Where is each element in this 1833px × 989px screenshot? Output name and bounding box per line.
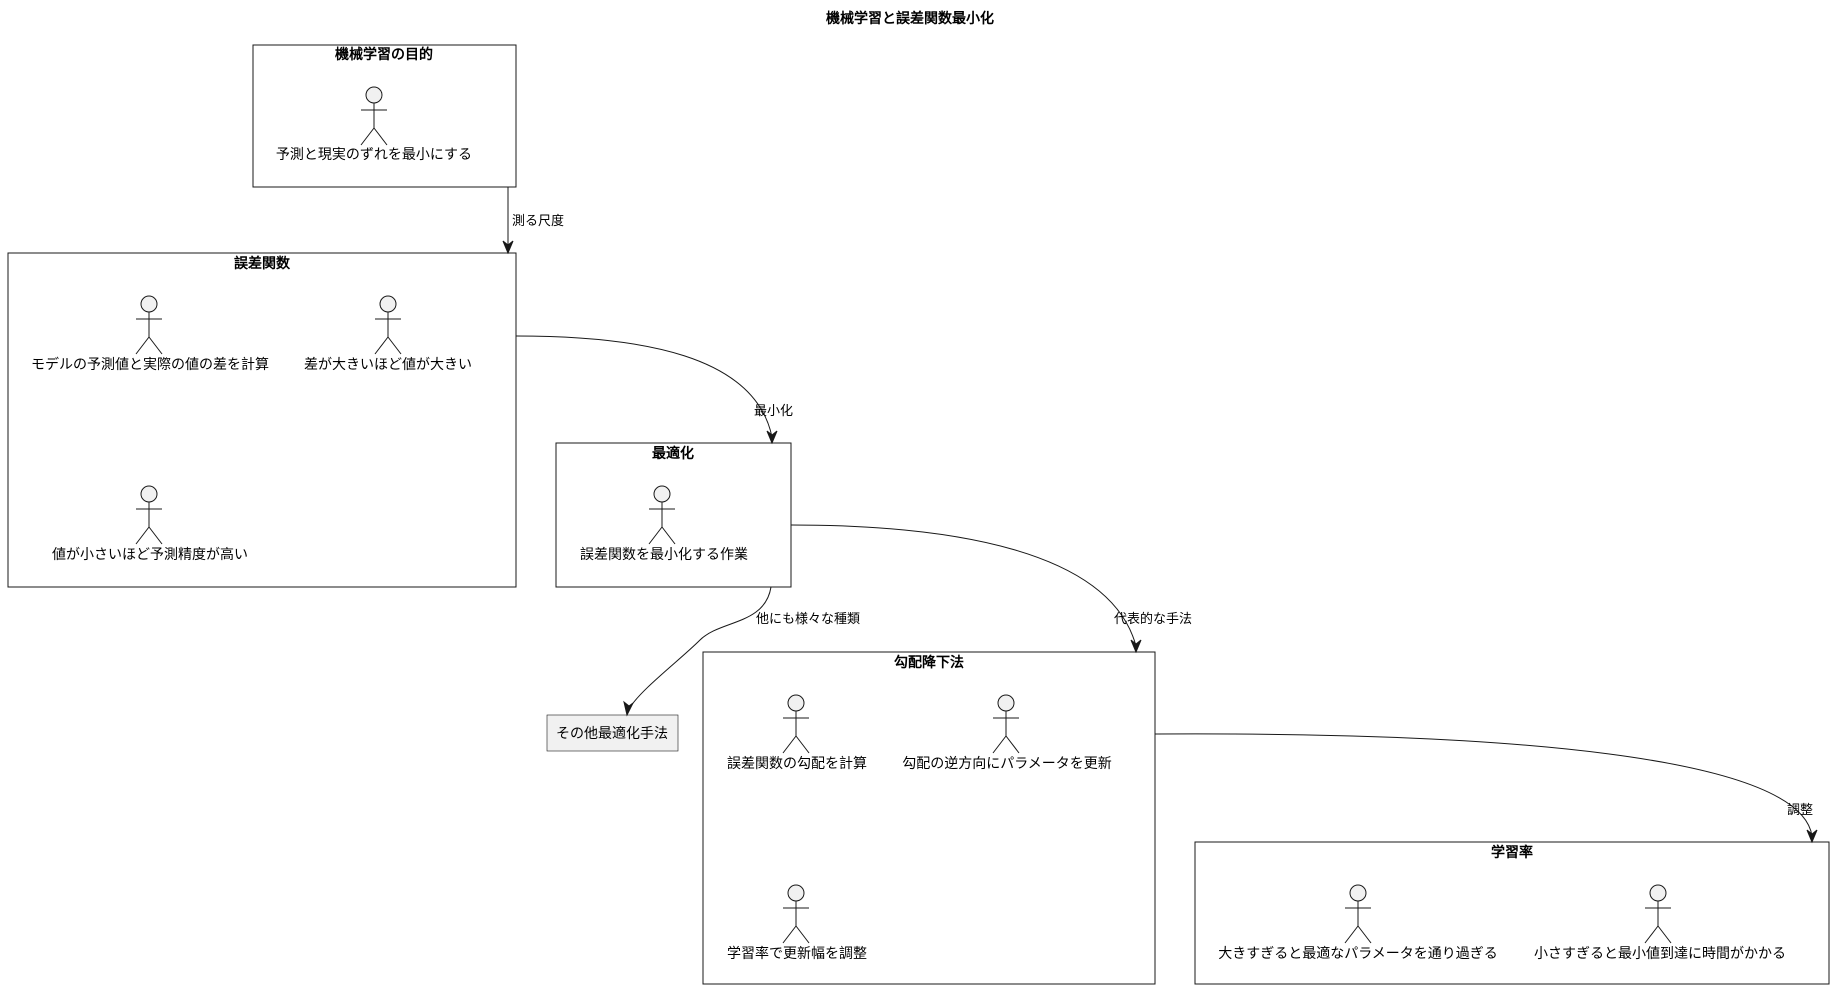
actor-figure	[782, 884, 810, 944]
package-purpose-title: 機械学習の目的	[335, 46, 433, 63]
edge-label: 測る尺度	[512, 213, 564, 229]
edge-label: 調整	[1787, 803, 1813, 818]
package-lr-frame	[1194, 841, 1830, 985]
edge-label: 他にも様々な種類	[756, 611, 860, 627]
package-purpose-frame	[252, 44, 517, 188]
edge-label: 最小化	[754, 404, 793, 419]
edge-representative: 代表的な手法	[790, 524, 1192, 654]
actor-label: モデルの予測値と実際の値の差を計算	[31, 356, 269, 373]
package-loss-title: 誤差関数	[234, 255, 291, 272]
actor-figure	[135, 485, 163, 545]
package-learning-rate: 学習率 大きすぎると最適なパラメータを通り過ぎる 小さすぎると最小値到達に時間が…	[1194, 841, 1830, 985]
package-lr-title: 学習率	[1491, 844, 1533, 861]
package-optimization-title: 最適化	[652, 445, 694, 462]
actor-label: 差が大きいほど値が大きい	[304, 357, 472, 373]
actor-label: 値が小さいほど予測精度が高い	[52, 546, 248, 563]
actor-label: 小さすぎると最小値到達に時間がかかる	[1534, 946, 1786, 962]
actor-figure	[135, 295, 163, 355]
package-optimization-frame	[555, 442, 792, 588]
actor-figure	[782, 694, 810, 754]
other-methods-node: その他最適化手法	[546, 714, 679, 752]
actor-label: 予測と現実のずれを最小にする	[276, 147, 472, 163]
other-methods-frame	[546, 714, 679, 752]
actor-figure	[1344, 884, 1372, 944]
package-gradient-frame	[702, 651, 1156, 985]
other-methods-label: その他最適化手法	[556, 725, 668, 742]
actor-figure	[1644, 884, 1672, 944]
actor-label: 誤差関数の勾配を計算	[727, 756, 867, 772]
actor-figure	[374, 295, 402, 355]
package-purpose: 機械学習の目的 予測と現実のずれを最小にする	[252, 44, 517, 188]
actor-label: 学習率で更新幅を調整	[727, 945, 867, 962]
edge-others: 他にも様々な種類	[623, 586, 860, 717]
actor-figure	[360, 86, 388, 146]
diagram-title: 機械学習と誤差関数最小化	[826, 10, 994, 27]
edge-adjust: 調整	[1154, 733, 1818, 844]
package-loss-frame	[7, 252, 517, 588]
edge-measure: 測る尺度	[502, 187, 564, 255]
actor-figure	[992, 694, 1020, 754]
actor-label: 勾配の逆方向にパラメータを更新	[902, 756, 1112, 772]
actor-figure	[648, 485, 676, 545]
actor-label: 大きすぎると最適なパラメータを通り過ぎる	[1218, 945, 1498, 962]
edge-minimize: 最小化	[515, 335, 793, 445]
package-gradient-descent: 勾配降下法 誤差関数の勾配を計算 勾配の逆方向にパラメータを更新 学習率で更新幅…	[702, 651, 1156, 985]
edge-label: 代表的な手法	[1114, 611, 1192, 627]
package-gradient-title: 勾配降下法	[894, 654, 964, 671]
actor-label: 誤差関数を最小化する作業	[580, 547, 748, 563]
package-loss: 誤差関数 モデルの予測値と実際の値の差を計算 差が大きいほど値が大きい 値が小さ…	[7, 252, 517, 588]
package-optimization: 最適化 誤差関数を最小化する作業	[555, 442, 792, 588]
